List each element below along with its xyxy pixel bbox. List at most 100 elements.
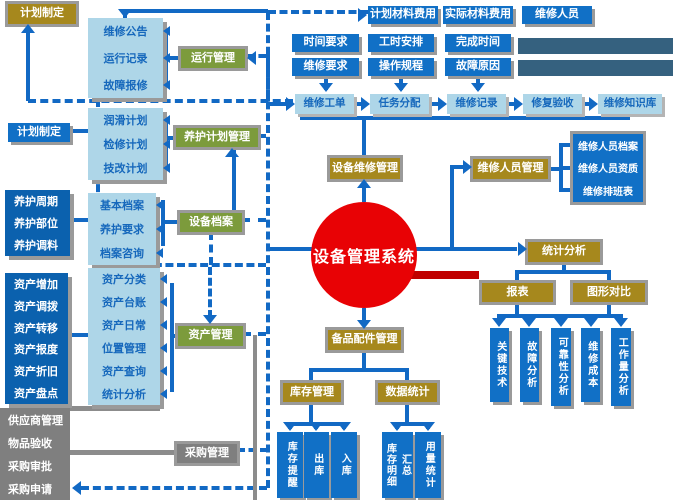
connector-line — [405, 368, 409, 383]
node-plan-mid: 计划制定 — [8, 123, 70, 142]
panel-item: 运行记录 — [103, 52, 148, 65]
connector-line — [362, 308, 366, 322]
panel-staff-info: 维修人员档案维修人员资质维修排班表 — [570, 131, 646, 205]
connector-line — [164, 56, 181, 60]
connector-line — [362, 186, 366, 202]
node-plan-material-cost: 计划材料费用 — [368, 6, 438, 24]
node-purchase-mgmt: 采购管理 — [174, 441, 240, 466]
panel-item: 供应商管理 — [8, 414, 63, 427]
panel-item: 养护调料 — [14, 240, 58, 252]
connector-line — [584, 102, 592, 106]
connector-arrow-icon — [72, 481, 81, 495]
red-connector-bar — [410, 271, 479, 279]
connector-arrow-icon — [554, 318, 568, 327]
connector-line-dashed — [208, 267, 212, 318]
panel-item: 资产日常 — [102, 320, 146, 333]
node-label: 工作量分析 — [616, 337, 628, 397]
connector-line — [268, 102, 288, 106]
node-op-procedure: 操作规程 — [368, 58, 434, 76]
connector-line — [164, 136, 176, 140]
connector-arrow-icon — [156, 200, 163, 210]
panel-item: 检修计划 — [103, 139, 148, 151]
node-stock-out: 出库 — [304, 432, 329, 498]
node-inventory-mgmt: 库存管理 — [280, 380, 344, 405]
connector-line — [268, 247, 313, 251]
connector-line — [70, 129, 88, 133]
node-spare-parts-mgmt: 备品配件管理 — [325, 327, 404, 353]
node-operation-mgmt: 运行管理 — [178, 46, 248, 71]
connector-arrow-icon — [225, 148, 239, 157]
panel-item: 维修公告 — [103, 26, 148, 39]
panel-item: 资产台账 — [102, 297, 146, 310]
node-workhour-arrange: 工时安排 — [368, 34, 434, 52]
connector-arrow-icon — [283, 422, 297, 431]
connector-line-dashed — [242, 218, 266, 222]
panel-item: 养护部位 — [14, 218, 58, 230]
node-time-req: 时间要求 — [292, 34, 359, 52]
connector-arrow-icon — [492, 318, 506, 327]
connector-arrow-icon — [390, 422, 404, 431]
connector-line — [559, 143, 573, 147]
connector-arrow-icon — [203, 315, 217, 324]
connector-line — [26, 24, 30, 101]
node-label: 入库 — [339, 453, 351, 477]
panel-item: 维修人员档案 — [578, 141, 638, 153]
connector-arrow-icon — [160, 388, 167, 399]
panel-maint-items: 养护周期养护部位养护调料 — [5, 190, 70, 256]
connector-line — [548, 167, 561, 171]
connector-line-dashed — [243, 332, 266, 336]
connector-arrow-icon — [160, 342, 167, 353]
panel-item: 故障报修 — [103, 79, 148, 92]
connector-arrow-icon — [247, 51, 256, 65]
connector-line — [450, 165, 454, 249]
connector-arrow-icon — [518, 242, 527, 256]
connector-line — [607, 302, 611, 316]
connector-arrow-icon — [589, 97, 598, 111]
connector-arrow-icon — [614, 318, 628, 327]
connector-arrow-icon — [463, 160, 472, 174]
node-maint-req: 维修要求 — [292, 58, 359, 76]
connector-arrow-icon — [584, 318, 598, 327]
node-maint-cost: 维修成本 — [581, 328, 600, 402]
node-wf-knowledge-base: 维修知识库 — [598, 94, 662, 114]
panel-item: 资产调拨 — [14, 300, 58, 313]
panel-asset-ops: 资产增加资产调拨资产转移资产报度资产折旧资产盘点 — [5, 273, 68, 404]
connector-line — [415, 247, 517, 251]
empty-bar — [518, 60, 673, 76]
node-fault-analysis: 故障分析 — [520, 328, 539, 402]
connector-line — [515, 270, 611, 274]
panel-purchase: 供应商管理物品验收采购审批采购申请 — [0, 408, 70, 500]
connector-line — [309, 368, 409, 372]
empty-bar — [518, 38, 673, 54]
node-data-stat: 数据统计 — [375, 380, 440, 405]
connector-line — [300, 116, 630, 120]
node-label: 可靠性分析 — [556, 337, 568, 397]
connector-arrow-icon — [163, 139, 170, 149]
node-maint-staff-mgmt: 维修人员管理 — [470, 156, 551, 182]
connector-arrow-icon — [160, 297, 167, 308]
connector-line — [515, 270, 519, 283]
node-label: 出库 — [311, 453, 323, 477]
node-wf-maint-record: 维修记录 — [447, 94, 506, 114]
panel-item: 采购审批 — [8, 460, 52, 473]
connector-line-dashed — [28, 99, 293, 103]
node-stock-in: 入库 — [331, 432, 357, 498]
connector-line — [395, 422, 430, 426]
panel-item: 物品验收 — [8, 437, 52, 450]
panel-item: 资产盘点 — [14, 388, 58, 401]
connector-line-dashed — [258, 134, 266, 138]
connector-line — [309, 402, 313, 424]
panel-item: 养护要求 — [100, 224, 144, 236]
connector-arrow-icon — [156, 224, 163, 234]
node-stat-analysis: 统计分析 — [525, 239, 603, 265]
panel-item: 资产报度 — [14, 344, 58, 357]
connector-arrow-icon — [286, 97, 295, 111]
connector-arrow-icon — [21, 24, 35, 33]
connector-arrow-icon — [358, 8, 367, 22]
connector-line-dashed — [266, 54, 270, 488]
connector-arrow-icon — [319, 83, 333, 92]
node-maint-staff: 维修人员 — [522, 6, 592, 24]
connector-line-dashed — [268, 10, 368, 14]
panel-item: 维修人员资质 — [578, 164, 638, 176]
connector-line-dashed — [237, 448, 268, 452]
